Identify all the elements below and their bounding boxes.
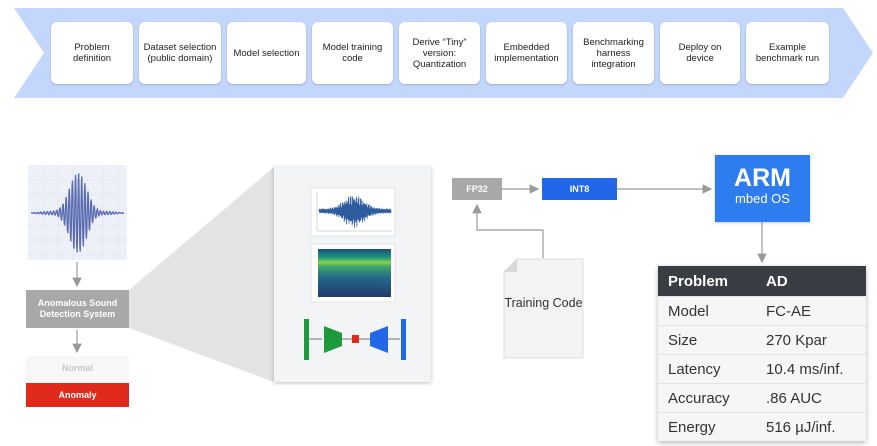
audio-waveform-panel [28, 165, 127, 260]
mbed-os-label: mbed OS [735, 191, 790, 206]
anomaly-output: Anomaly [26, 383, 129, 407]
pipeline-step-embedded-implementation: Embedded implementation [486, 22, 567, 84]
table-cell: 10.4 ms/inf. [756, 354, 866, 384]
autoencoder-diagram [304, 319, 406, 360]
spectrogram-plot [310, 243, 396, 303]
table-header-row: Problem AD [658, 266, 866, 297]
document-icon [503, 258, 584, 359]
table-header-cell: Problem [658, 266, 756, 297]
pipeline-step-dataset-selection: Dataset selection (public domain) [139, 22, 221, 84]
fp32-model: FP32 [452, 178, 502, 200]
table-row: Accuracy .86 AUC [658, 383, 866, 413]
arm-brand: ARM [734, 164, 791, 192]
model-illustration [304, 187, 406, 360]
waveform-icon [28, 165, 127, 260]
pipeline-step-example-benchmark-run: Example benchmark run [746, 22, 829, 84]
anomalous-sound-detection-system: Anomalous Sound Detection System [26, 290, 129, 328]
training-code-label: Training Code [504, 296, 583, 310]
arm-mbed-device: ARM mbed OS [715, 155, 810, 222]
table-cell: .86 AUC [756, 383, 866, 413]
model-detail-panel [274, 167, 431, 382]
pipeline-step-benchmarking-harness: Benchmarking harness integration [573, 22, 654, 84]
table-cell: FC-AE [756, 296, 866, 326]
table-cell: Latency [658, 354, 756, 384]
table-header-cell: AD [756, 266, 866, 297]
table-cell: Size [658, 325, 756, 355]
pipeline-step-problem-definition: Problem definition [51, 22, 133, 84]
table-row: Energy 516 µJ/inf. [658, 412, 866, 441]
table-cell: Accuracy [658, 383, 756, 413]
table-cell: Energy [658, 412, 756, 441]
int8-model: INT8 [542, 178, 617, 200]
benchmark-results-table: Problem AD Model FC-AE Size 270 Kpar Lat… [658, 266, 866, 441]
pipeline-step-deploy-on-device: Deploy on device [660, 22, 740, 84]
table-row: Model FC-AE [658, 296, 866, 326]
time-domain-plot [310, 187, 396, 237]
table-row: Size 270 Kpar [658, 325, 866, 355]
pipeline-step-model-training-code: Model training code [312, 22, 393, 84]
normal-output: Normal [26, 356, 129, 380]
table-cell: Model [658, 296, 756, 326]
pipeline-step-model-selection: Model selection [227, 22, 306, 84]
table-row: Latency 10.4 ms/inf. [658, 354, 866, 384]
table-cell: 516 µJ/inf. [756, 412, 866, 441]
pipeline-step-quantization: Derive “Tiny” version: Quantization [399, 22, 480, 84]
table-cell: 270 Kpar [756, 325, 866, 355]
